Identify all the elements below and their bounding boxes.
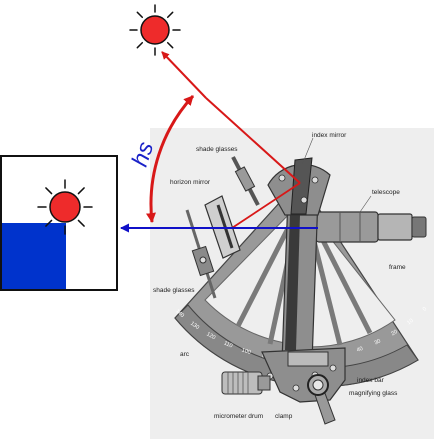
sun-ray	[166, 41, 174, 49]
sun-ray	[77, 219, 85, 227]
label-arc: arc	[180, 351, 190, 358]
label-magnifying-glass: magnifying glass	[349, 390, 398, 397]
label-frame: frame	[389, 264, 406, 271]
altitude-arc	[146, 94, 195, 223]
arc-scale-label: 130	[189, 321, 200, 331]
label-index-bar: index bar	[357, 377, 385, 384]
horizon-view	[0, 155, 118, 291]
arc-scale-label: 120	[205, 331, 216, 341]
magnifying-glass	[307, 374, 329, 396]
sun-ray	[136, 41, 144, 49]
arc-scale-label: 30	[374, 338, 382, 346]
label-micrometer-drum: micrometer drum	[214, 413, 263, 420]
label-shade-glasses-top: shade glasses	[196, 146, 238, 153]
sun-sight-line	[161, 51, 207, 99]
arc-scale-label: 100	[241, 347, 252, 355]
sextant: 1401301201101009080706050403020100	[174, 156, 428, 425]
index-mirror	[267, 157, 331, 216]
sun-ray	[136, 11, 144, 19]
telescope	[315, 211, 427, 243]
arc-scale-label: 20	[390, 329, 398, 337]
sun-ray	[77, 187, 85, 195]
arc-scale-label: 40	[356, 346, 364, 354]
label-horizon-mirror: horizon mirror	[170, 179, 211, 186]
sun-view-icon	[37, 179, 93, 235]
sun-ray	[166, 11, 174, 19]
arc-scale-label: 140	[174, 308, 185, 319]
label-clamp: clamp	[275, 413, 293, 420]
sun-ray	[45, 187, 53, 195]
label-index-mirror: index mirror	[312, 132, 347, 139]
shade-glasses-upper	[231, 156, 260, 206]
incoming-sun-ray	[205, 97, 301, 184]
arc-scale-label: 0	[422, 306, 428, 312]
shade-glasses-lower	[185, 209, 217, 299]
label-shade-glasses-left: shade glasses	[153, 287, 195, 294]
arc-scale-label: 10	[406, 318, 415, 326]
arc-scale-label: 110	[223, 340, 233, 349]
sun-sky-icon	[129, 4, 181, 56]
label-telescope: telescope	[372, 189, 400, 196]
sea-half	[2, 223, 66, 289]
micrometer-drum	[221, 371, 271, 395]
sun-ray	[45, 219, 53, 227]
